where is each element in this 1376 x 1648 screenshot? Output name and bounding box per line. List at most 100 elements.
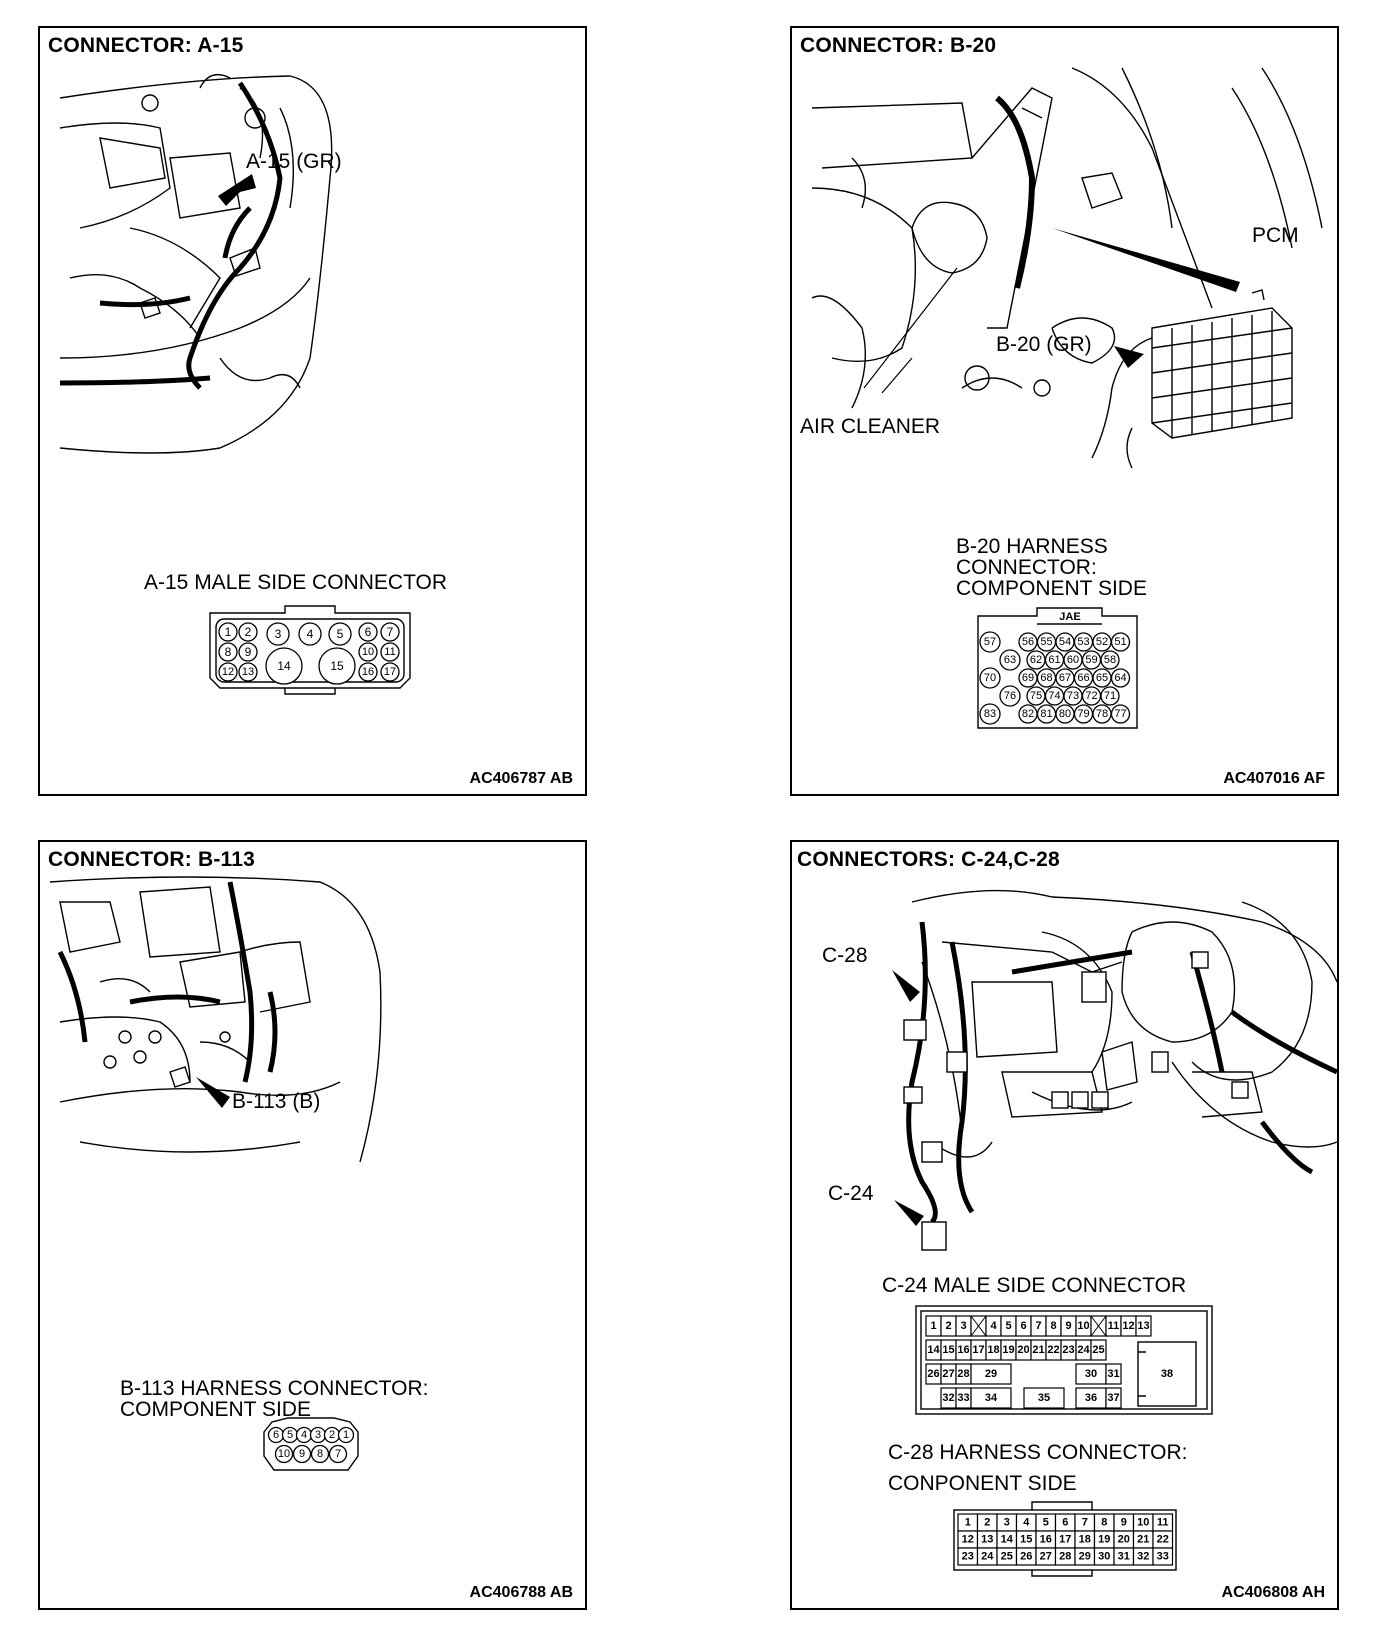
connector-pin: 35	[1023, 1387, 1065, 1409]
connector-pin: 15	[318, 647, 356, 685]
pin-number: 28	[957, 1368, 969, 1380]
b20-tag-jae: JAE	[1059, 611, 1080, 623]
connector-pin: 68	[1036, 668, 1057, 688]
pin-number: 80	[1059, 708, 1071, 720]
connector-pin: 55	[1036, 632, 1057, 652]
connector-pin: 9	[1113, 1513, 1135, 1532]
pin-number: 23	[962, 1551, 974, 1563]
connector-pin: 5	[328, 622, 352, 646]
pin-number: 12	[962, 1534, 974, 1546]
c24-c28-figure-id: AC406808 AH	[1221, 1584, 1325, 1601]
pin-number: 35	[1038, 1392, 1050, 1404]
pin-number: 11	[1108, 1320, 1120, 1332]
connector-pin: 53	[1073, 632, 1094, 652]
pin-number: 9	[299, 1448, 305, 1460]
b20-caption-line: COMPONENT SIDE	[956, 577, 1147, 600]
c28-caption-line: CONPONENT SIDE	[888, 1472, 1077, 1495]
pin-number: 83	[984, 708, 996, 720]
c28-callout-label: C-28	[822, 944, 868, 967]
connector-pin: 81	[1036, 704, 1057, 724]
connector-pin: 2	[976, 1513, 998, 1532]
connector-pin: 16	[358, 662, 378, 682]
connector-pin: 69	[1018, 668, 1038, 688]
pin-number: 7	[1082, 1517, 1088, 1529]
pin-number: 1	[343, 1429, 349, 1441]
connector-pin: 29	[1074, 1547, 1096, 1566]
pin-number: 37	[1107, 1392, 1119, 1404]
pin-number: 19	[1098, 1534, 1110, 1546]
b113-caption-line: COMPONENT SIDE	[120, 1398, 311, 1421]
c24-arrow	[894, 1200, 924, 1226]
connector-pin: 8	[218, 642, 238, 662]
connector-pin: 8	[1093, 1513, 1115, 1532]
pin-number: 73	[1067, 690, 1079, 702]
pin-number: 14	[1001, 1534, 1014, 1546]
connector-pin: 9	[238, 642, 258, 662]
connector-pin: 2	[323, 1426, 341, 1444]
connector-pin: 83	[979, 703, 1001, 725]
pin-number: 7	[387, 625, 394, 639]
connector-pin: 11	[380, 642, 400, 662]
connector-pin: 76	[999, 685, 1021, 707]
pin-number: 8	[317, 1448, 323, 1460]
pin-number: 17	[972, 1344, 984, 1356]
connector-pin: 63	[999, 649, 1021, 671]
connector-pin: 28	[955, 1363, 972, 1385]
b113-figure-id: AC406788 AB	[469, 1584, 573, 1601]
connector-pin: 7	[380, 622, 400, 642]
connector-pin: 36	[1075, 1387, 1107, 1409]
pin-number: 13	[981, 1534, 993, 1546]
connector-pin: 21	[1132, 1530, 1154, 1549]
pin-number: 29	[1079, 1551, 1091, 1563]
pin-number: 69	[1022, 672, 1034, 684]
pin-number: 60	[1067, 654, 1079, 666]
panel-title: CONNECTOR: B-113	[48, 848, 256, 871]
connector-pin: 20	[1113, 1530, 1135, 1549]
pin-number: 15	[330, 659, 344, 673]
pin-number: 3	[960, 1320, 966, 1332]
connector-pin: 56	[1018, 632, 1038, 652]
connector-pin: 34	[970, 1387, 1012, 1409]
b20-callout-label: B-20 (GR)	[996, 333, 1092, 356]
pin-number: 6	[273, 1429, 279, 1441]
a15-callout-label: A-15 (GR)	[246, 150, 342, 173]
pin-number: 58	[1104, 654, 1116, 666]
connector-pin: 59	[1081, 650, 1102, 670]
connector-pin: 5	[281, 1426, 299, 1444]
pin-number: 82	[1022, 708, 1034, 720]
connector-pin: 13	[1135, 1315, 1152, 1337]
pin-number: 29	[985, 1368, 997, 1380]
pin-number: 6	[1062, 1517, 1068, 1529]
pin-number: 2	[984, 1517, 990, 1529]
pin-number: 16	[957, 1344, 969, 1356]
connector-pin: 5	[1000, 1315, 1017, 1337]
b113-connector-caption: B-113 HARNESS CONNECTOR: COMPONENT SIDE	[120, 1378, 428, 1420]
connector-pin: 52	[1092, 632, 1112, 652]
panel-b113: B-113 (B) B-113 HARNESS CONNECTOR: COMPO…	[38, 840, 587, 1610]
pin-number: 3	[315, 1429, 321, 1441]
pin-number: 11	[1157, 1517, 1169, 1529]
pin-number: 1	[965, 1517, 971, 1529]
pin-number: 6	[365, 625, 372, 639]
connector-pin: 37	[1105, 1387, 1122, 1409]
pin-number: 26	[927, 1368, 939, 1380]
pin-number: 75	[1030, 690, 1042, 702]
pin-number: 72	[1085, 690, 1097, 702]
connector-pin: 30	[1093, 1547, 1115, 1566]
connector-pin: 6	[267, 1426, 285, 1444]
pin-number: 30	[1098, 1551, 1110, 1563]
panel-title: CONNECTOR: A-15	[48, 34, 244, 57]
connector-pin: 1	[925, 1315, 942, 1337]
connector-pin: 14	[996, 1530, 1018, 1549]
b113-callout-label: B-113 (B)	[232, 1090, 321, 1113]
connector-pin: 26	[925, 1363, 942, 1385]
connector-pin: 2	[238, 622, 258, 642]
connector-pin: 78	[1092, 704, 1112, 724]
pin-number: 10	[1077, 1320, 1089, 1332]
connector-pin: 57	[979, 631, 1001, 653]
